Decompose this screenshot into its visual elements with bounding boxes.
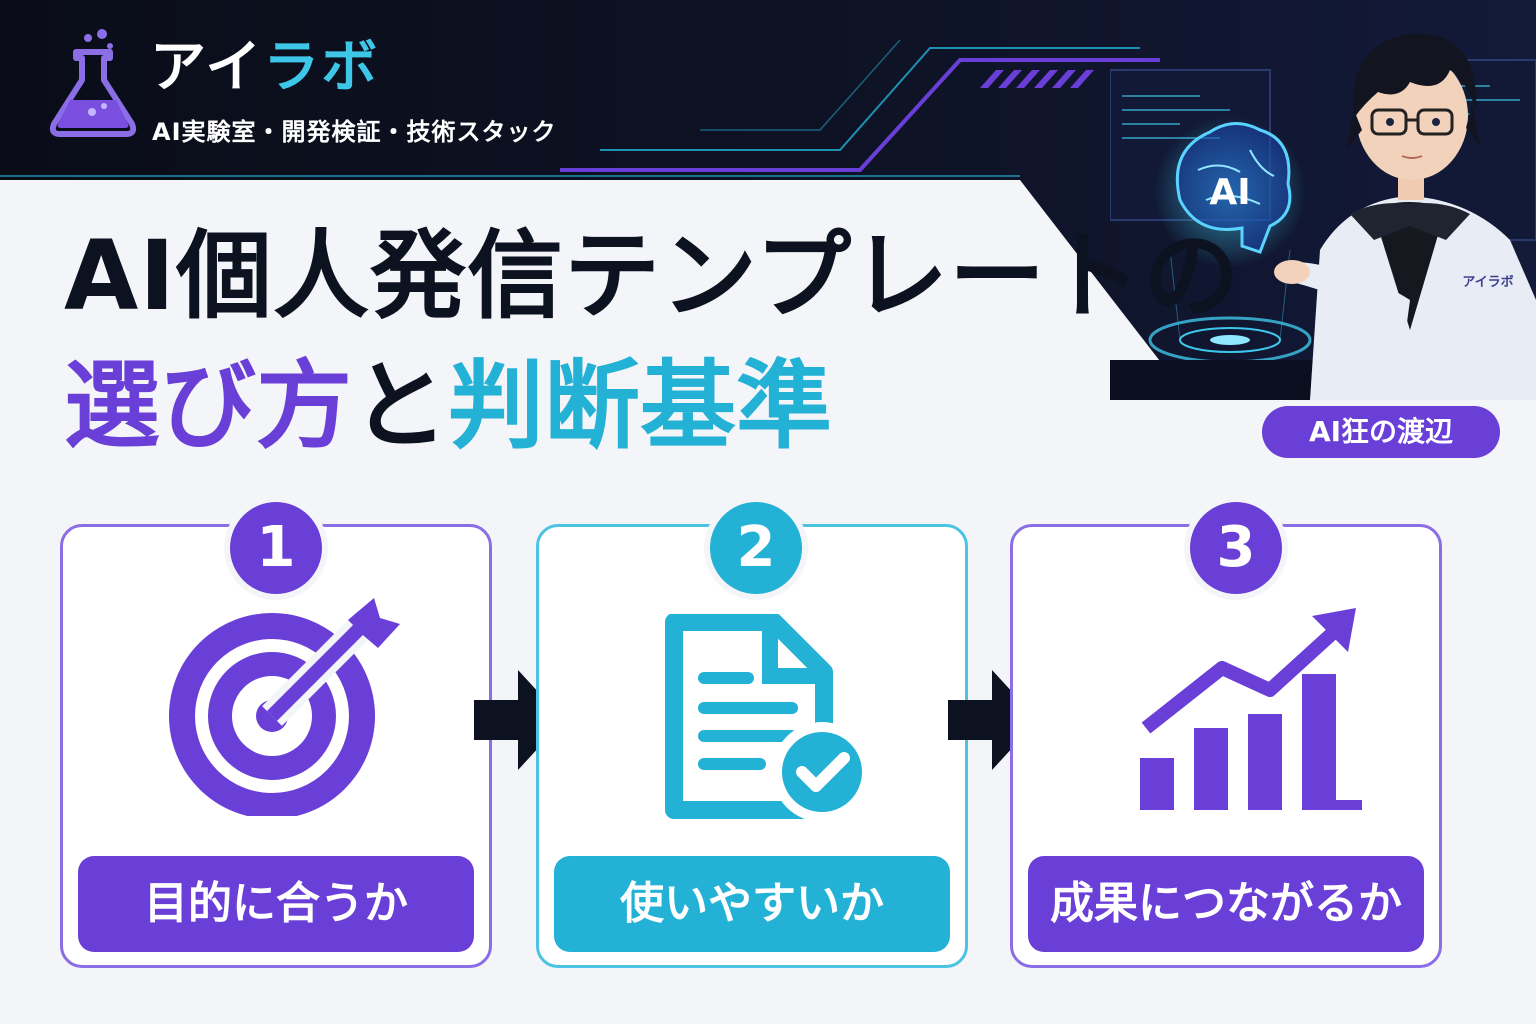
title-highlight-purple: 選び方 [64, 350, 352, 462]
step-number-2: 2 [710, 502, 802, 594]
step-label-3: 成果につながるか [1028, 856, 1424, 952]
hologram-label: AI [1209, 172, 1250, 213]
document-check-icon [660, 613, 880, 828]
step-number-1: 1 [230, 502, 322, 594]
title-highlight-cyan: 判断基準 [448, 350, 832, 462]
brand-tagline: AI実験室・開発検証・技術スタック [152, 118, 557, 146]
page-title-line1: AI個人発信テンプレートの [64, 220, 1241, 332]
brand-name: アイラボ [150, 35, 380, 100]
target-arrow-icon [168, 596, 408, 820]
arrow-right-icon [948, 670, 1038, 774]
growth-chart-icon [1136, 604, 1376, 828]
header-banner: アイラボ AI実験室・開発検証・技術スタック [0, 0, 1536, 400]
step-label-1: 目的に合うか [78, 856, 474, 952]
step-label-2: 使いやすいか [554, 856, 950, 952]
arrow-right-icon [474, 670, 564, 774]
coat-logo-text: アイラボ [1462, 274, 1513, 290]
author-badge: AI狂の渡辺 [1262, 406, 1500, 458]
scientist-illustration: AI アイラボ [1110, 0, 1536, 400]
step-number-3: 3 [1190, 502, 1282, 594]
page-title-line2: 選び方と判断基準 [64, 356, 832, 457]
flask-logo-icon [48, 28, 138, 140]
title-connector: と [352, 350, 448, 462]
